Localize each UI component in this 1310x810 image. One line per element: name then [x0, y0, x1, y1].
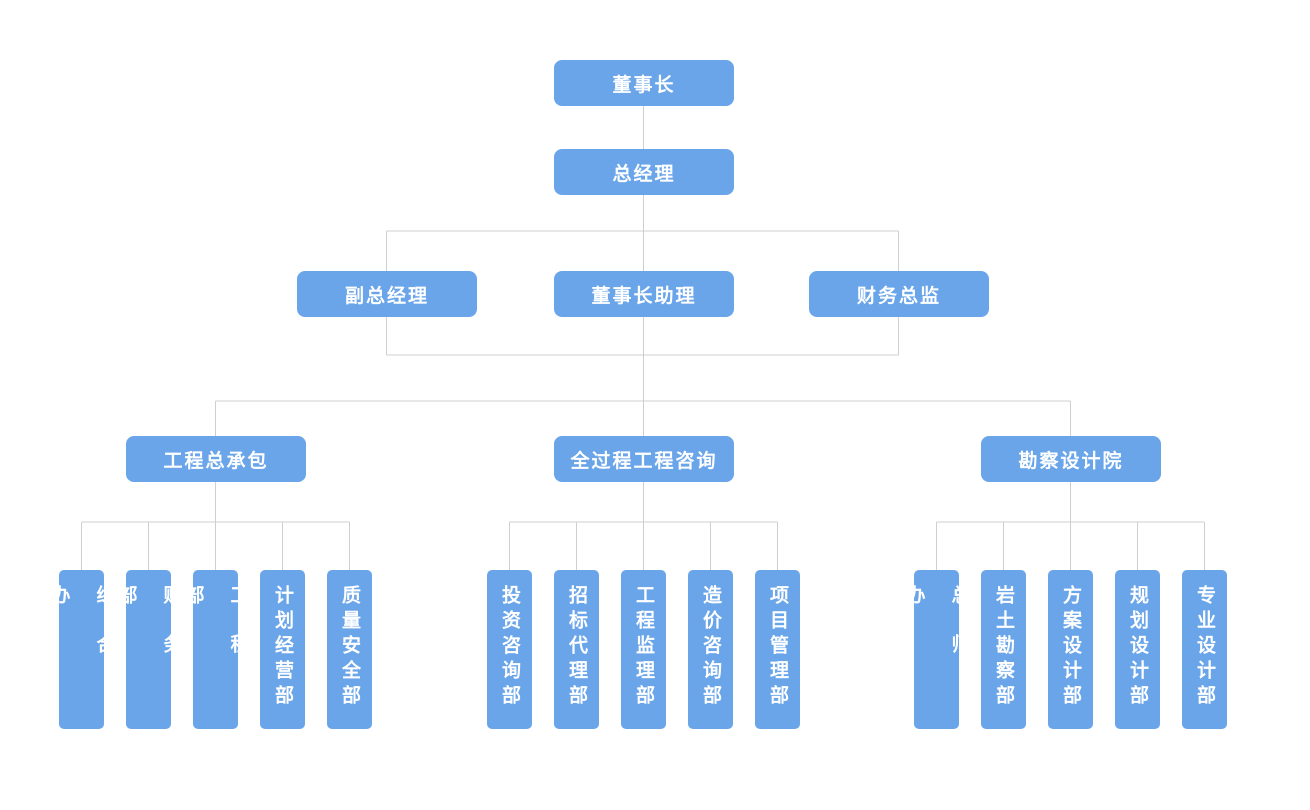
node-division-design-institute: 勘察设计院	[981, 436, 1161, 482]
node-general-manager: 总经理	[554, 149, 734, 195]
node-department: 项目管理部	[755, 570, 800, 729]
node-department: 财务部	[116, 570, 183, 729]
node-department: 工程监理部	[621, 570, 666, 729]
node-chairman: 董事长	[554, 60, 734, 106]
node-department: 规划设计部	[1115, 570, 1160, 729]
node-department: 工程部	[183, 570, 250, 729]
node-department: 专业设计部	[1182, 570, 1227, 729]
node-division-epc: 工程总承包	[126, 436, 306, 482]
node-department: 岩土勘察部	[981, 570, 1026, 729]
node-department: 投资咨询部	[487, 570, 532, 729]
node-department: 综合办	[49, 570, 116, 729]
node-department: 质量安全部	[327, 570, 372, 729]
node-division-consulting: 全过程工程咨询	[554, 436, 734, 482]
node-department: 造价咨询部	[688, 570, 733, 729]
node-department: 计划经营部	[260, 570, 305, 729]
node-finance-director: 财务总监	[809, 271, 989, 317]
node-deputy-general-manager: 副总经理	[297, 271, 477, 317]
node-department: 总师办	[904, 570, 971, 729]
node-department: 招标代理部	[554, 570, 599, 729]
node-chairman-assistant: 董事长助理	[554, 271, 734, 317]
node-department: 方案设计部	[1048, 570, 1093, 729]
